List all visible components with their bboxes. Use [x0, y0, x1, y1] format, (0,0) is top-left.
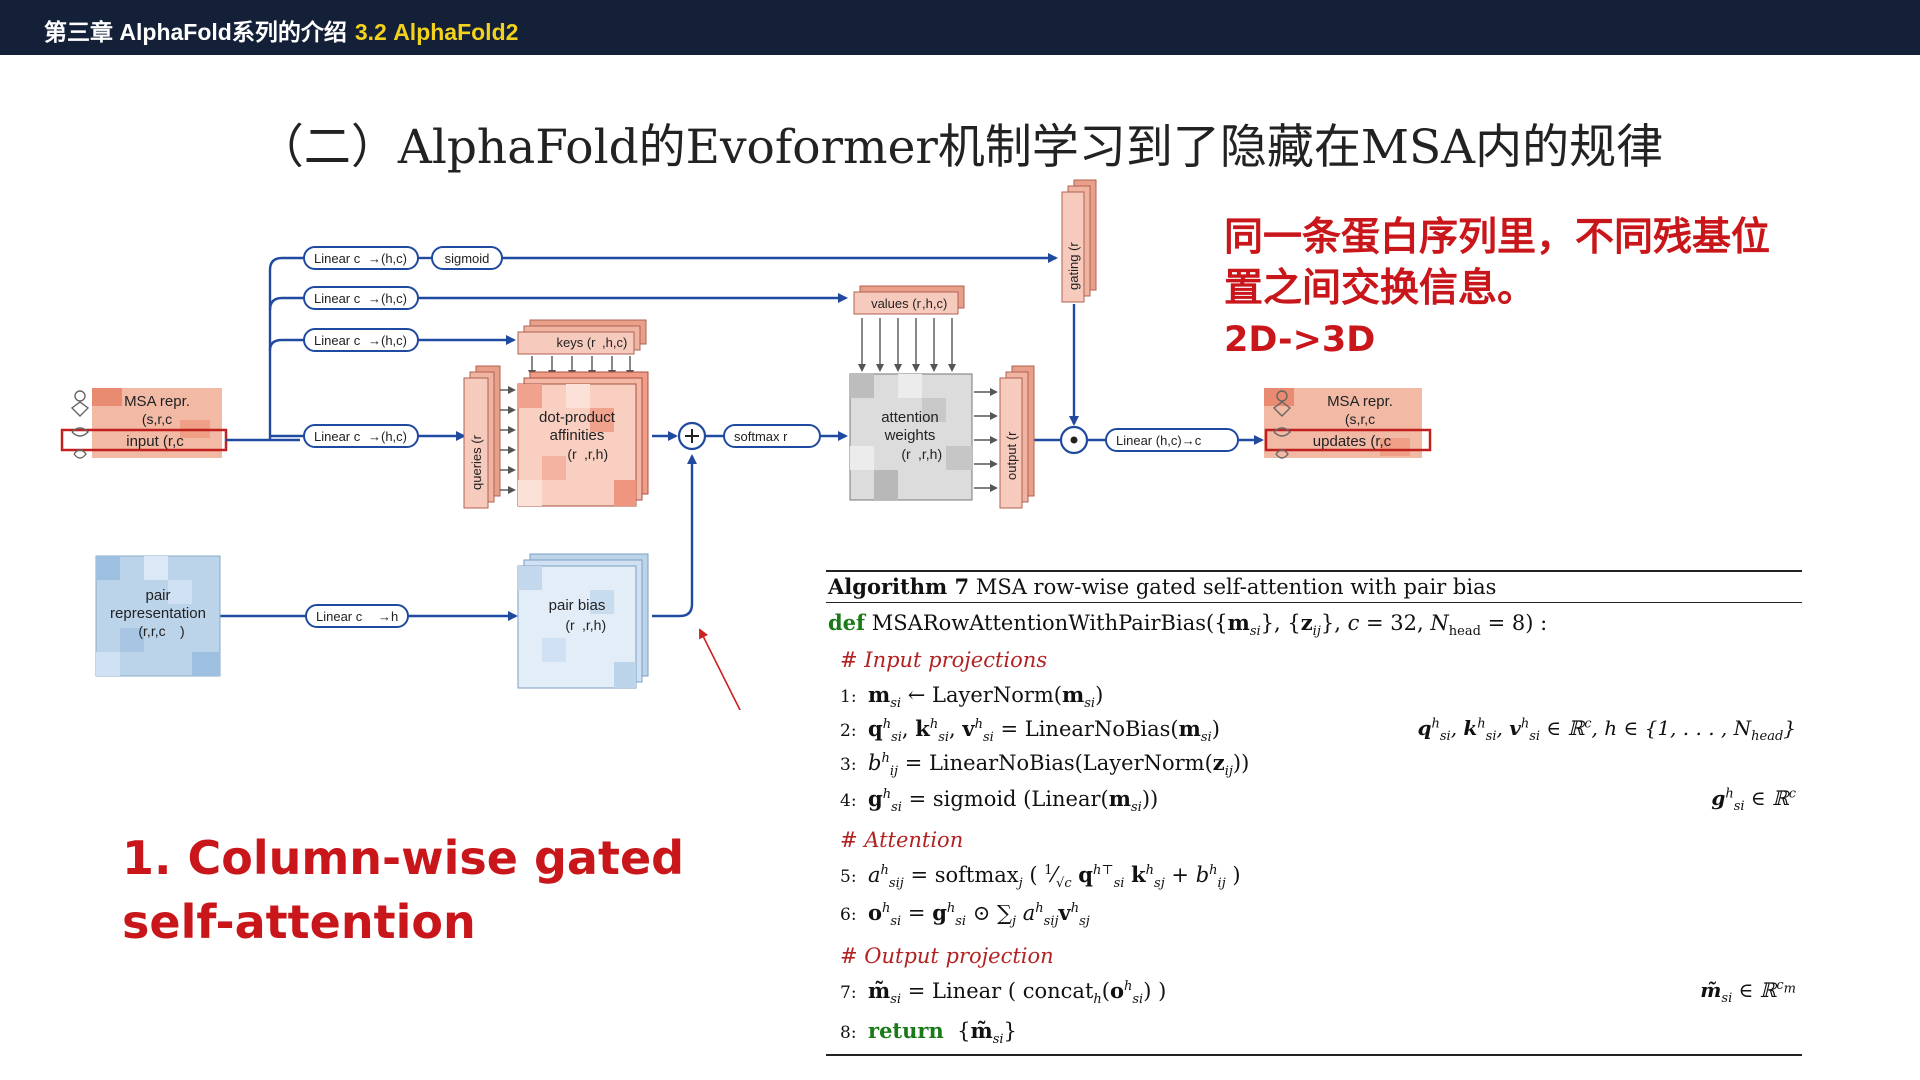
gating-stack: gating (r [1061, 179, 1097, 303]
msa-input-shape: (s,r,c [142, 411, 172, 427]
svg-text:→(h,c): →(h,c) [368, 333, 407, 348]
evoformer-diagram: MSA repr. (s,r,c input (r,c Linear [60, 179, 1432, 710]
keys-stack: keys (r ,h,c) [517, 319, 647, 355]
svg-text:Linear c: Linear c [316, 609, 363, 624]
svg-text:,h,c): ,h,c) [602, 335, 627, 350]
msa-input-title: MSA repr. [124, 393, 190, 410]
algo-comment-attention: # Attention [840, 828, 964, 852]
algo-line-4-domain: ghsi ∈ ℝc [1711, 786, 1796, 814]
msa-output-label: updates (r,c [1313, 433, 1392, 450]
breadcrumb-section: 3.2 AlphaFold2 [354, 19, 519, 45]
svg-text:→h: →h [378, 609, 398, 624]
linear-box-gating: Linear c →(h,c) [303, 246, 419, 270]
algo-line-4: 4:ghsi = sigmoid (Linear(msi)) [840, 786, 1159, 816]
breadcrumb-chapter: 第三章 AlphaFold系列的介绍 [44, 19, 347, 45]
svg-text:Linear c: Linear c [314, 251, 361, 266]
algo-line-7-domain: m̃si ∈ ℝcm [1700, 978, 1796, 1006]
attention-weights-block: attention weights (r ,r,h) [849, 373, 973, 501]
algo-line-7: 7:m̃si = Linear ( concath(ohsi) ) [840, 978, 1167, 1008]
svg-text:gating (r: gating (r [1066, 242, 1081, 290]
dot-product-block: dot-product affinities (r ,r,h) [517, 371, 649, 507]
svg-text:Linear c: Linear c [314, 333, 361, 348]
algo-line-6: 6:ohsi = ghsi ⊙ ∑j ahsijvhsj [840, 900, 1090, 930]
algorithm-label: Algorithm 7 [828, 574, 970, 599]
breadcrumb: 第三章 AlphaFold系列的介绍 3.2 AlphaFold2 [44, 13, 518, 47]
note-line-2: 置之间交换信息。 [1224, 266, 1537, 311]
algo-line-1: 1:msi ← LayerNorm(msi) [840, 682, 1104, 712]
algo-line-2-domain: qhsi, khsi, vhsi ∈ ℝc, h ∈ {1, . . . , N… [1417, 716, 1797, 744]
svg-text:weights: weights [884, 427, 936, 444]
svg-text:affinities: affinities [550, 427, 605, 444]
algo-line-3: 3:bhij = LinearNoBias(LayerNorm(zij)) [840, 750, 1250, 780]
queries-stack: queries (r [463, 365, 501, 509]
algorithm-title: MSA row-wise gated self-attention with p… [975, 575, 1497, 599]
output-stack: output (r [999, 365, 1035, 509]
msa-output-shape: (s,r,c [1345, 411, 1375, 427]
svg-text:values (r: values (r [871, 296, 922, 311]
algorithm-heading: Algorithm 7 MSA row-wise gated self-atte… [828, 574, 1496, 599]
section-subheading: 1. Column-wise gated self-attention [122, 831, 685, 949]
svg-text:pair: pair [145, 587, 170, 604]
svg-text:Linear c: Linear c [314, 429, 361, 444]
svg-text:keys (r: keys (r [557, 335, 597, 350]
svg-text:queries (r: queries (r [469, 434, 484, 490]
svg-text:(r: (r [565, 617, 575, 633]
algo-line-2: 2:qhsi, khsi, vhsi = LinearNoBias(msi) [840, 716, 1220, 746]
svg-text:→(h,c): →(h,c) [368, 251, 407, 266]
svg-text:sigmoid: sigmoid [445, 251, 490, 266]
sigmoid-box: sigmoid [431, 246, 503, 270]
svg-text:softmax r: softmax r [734, 429, 788, 444]
note-line-3: 2D->3D [1224, 320, 1376, 360]
note-line-1: 同一条蛋白序列里，不同残基位 [1224, 215, 1771, 260]
algorithm-box: Algorithm 7 MSA row-wise gated self-atte… [826, 566, 1802, 1058]
svg-text:,r,h): ,r,h) [584, 446, 608, 462]
algo-comment-input: # Input projections [840, 648, 1048, 672]
svg-text:representation: representation [110, 605, 206, 622]
algo-def-line: def MSARowAttentionWithPairBias({msi}, {… [828, 610, 1548, 640]
explanation-note: 同一条蛋白序列里，不同残基位 置之间交换信息。 2D->3D [1224, 212, 1854, 366]
svg-text:Linear c: Linear c [314, 291, 361, 306]
algo-line-8: 8:return {m̃si} [840, 1018, 1017, 1048]
values-stack: values (r ,h,c) [853, 285, 965, 315]
linear-box-queries: Linear c →(h,c) [303, 424, 419, 448]
svg-text:(r,r,c: (r,r,c [138, 623, 165, 639]
slide-title: （二）AlphaFold的Evoformer机制学习到了隐藏在MSA内的规律 [256, 120, 1664, 175]
linear-box-pair: Linear c →h [305, 604, 409, 628]
svg-text:pair bias: pair bias [549, 597, 606, 614]
linear-box-keys: Linear c →(h,c) [303, 328, 419, 352]
algo-comment-output: # Output projection [840, 944, 1054, 968]
msa-input-label: input (r,c [126, 433, 184, 450]
pair-bias-block: pair bias (r ,r,h) [517, 553, 649, 689]
svg-text:→(h,c): →(h,c) [368, 429, 407, 444]
pair-representation-block: pair representation (r,r,c ) [95, 555, 221, 677]
msa-input-block: MSA repr. (s,r,c input (r,c [60, 388, 228, 458]
softmax-box: softmax r [723, 424, 821, 448]
svg-text:,h,c): ,h,c) [922, 296, 947, 311]
msa-output-block: MSA repr. (s,r,c updates (r,c [1264, 388, 1432, 458]
svg-text:Linear (h,c)→c: Linear (h,c)→c [1116, 433, 1202, 448]
linear-box-values: Linear c →(h,c) [303, 286, 419, 310]
linear-box-output: Linear (h,c)→c [1105, 428, 1239, 452]
svg-text:dot-product: dot-product [539, 409, 616, 426]
svg-text:,r,h): ,r,h) [582, 617, 606, 633]
gating-multiply-icon [1059, 425, 1089, 455]
svg-text:(r: (r [567, 446, 577, 462]
header-bar: 第三章 AlphaFold系列的介绍 3.2 AlphaFold2 [0, 0, 1920, 55]
pointer-arrow [699, 628, 741, 710]
protein-glyph-icon [70, 390, 90, 459]
svg-text:output (r: output (r [1004, 431, 1019, 480]
msa-output-title: MSA repr. [1327, 393, 1393, 410]
algo-line-5: 5:ahsij = softmaxj ( 1⁄√c qh⊤si khsj + b… [840, 862, 1241, 892]
svg-text:attention: attention [881, 409, 939, 426]
svg-text:): ) [180, 623, 185, 639]
svg-text:(r: (r [901, 446, 911, 462]
svg-text:,r,h): ,r,h) [918, 446, 942, 462]
svg-text:→(h,c): →(h,c) [368, 291, 407, 306]
add-operator-icon [677, 421, 707, 451]
protein-glyph-right-icon [1272, 390, 1292, 459]
